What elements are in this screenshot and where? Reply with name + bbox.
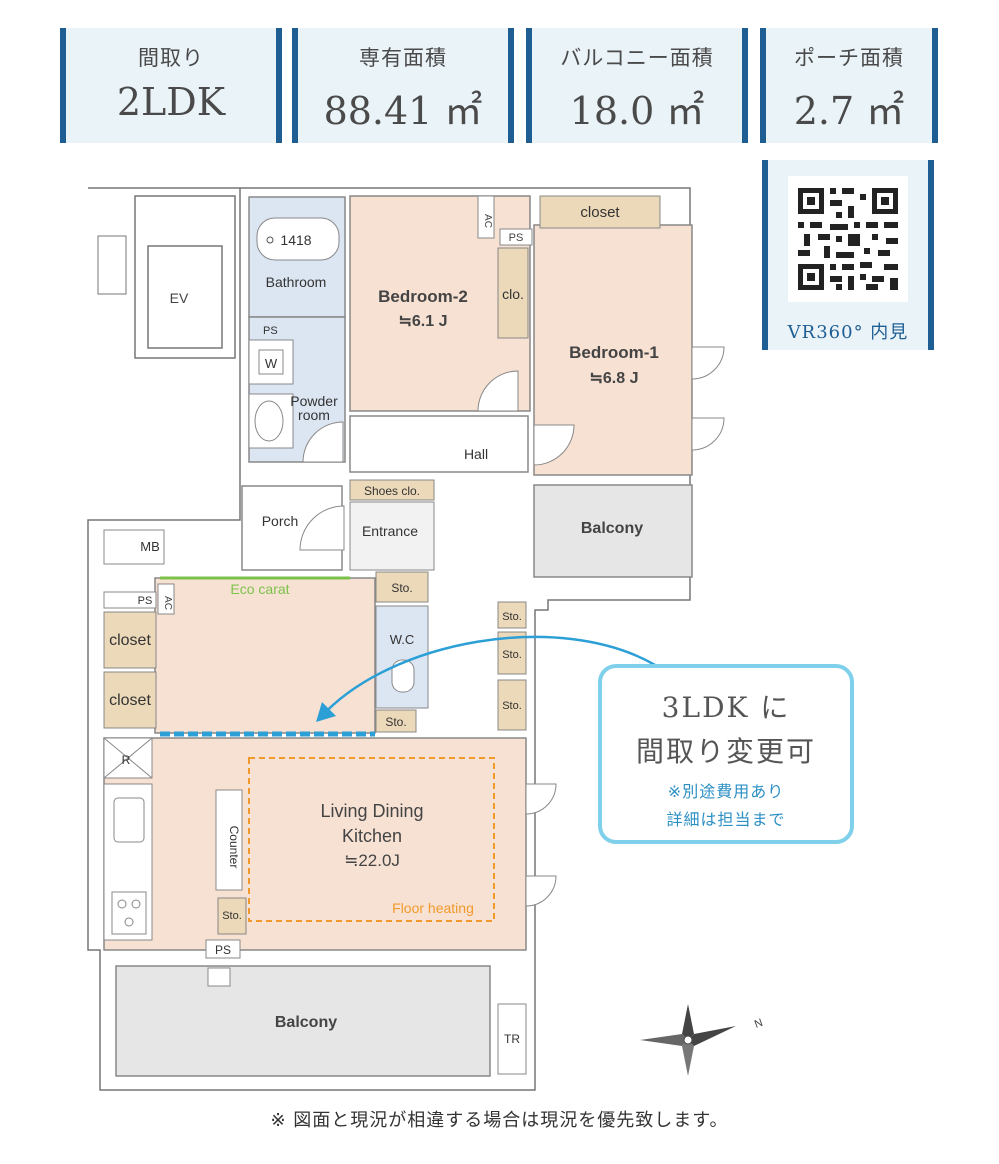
stat-label: 間取り	[138, 46, 204, 70]
drain-icon	[266, 236, 274, 244]
ldk-label-2: Kitchen	[342, 826, 402, 846]
callout-layout-change: 3LDK に 間取り変更可 ※別途費用あり 詳細は担当まで	[598, 664, 854, 844]
north-label: N	[753, 1017, 765, 1031]
faucet-icon	[207, 967, 231, 987]
balcony-label: Balcony	[275, 1014, 337, 1031]
storage-label: Sto.	[391, 581, 412, 595]
callout-line-3: ※別途費用あり	[667, 782, 785, 801]
stat-label: 専有面積	[359, 46, 447, 70]
ac-label: AC	[482, 214, 493, 228]
stat-label: ポーチ面積	[794, 46, 904, 70]
hall-label: Hall	[464, 446, 488, 462]
closet-west-2	[103, 671, 157, 729]
closet-label: closet	[580, 204, 620, 221]
shoes-closet-label: Shoes clo.	[364, 484, 420, 498]
tr-label: TR	[504, 1032, 520, 1046]
arrow-head-icon	[316, 702, 336, 722]
counter	[215, 789, 243, 891]
vr-label: VR360° 内見	[787, 322, 909, 343]
toilet-icon	[391, 659, 415, 693]
storage-label: Sto.	[502, 700, 522, 712]
bedroom-2-label: Bedroom-2	[378, 287, 468, 306]
entrance	[349, 501, 435, 571]
ps-label: PS	[138, 595, 153, 607]
qr-code-icon[interactable]	[788, 176, 908, 302]
shoes-closet	[349, 479, 435, 501]
powder-label-2: room	[298, 407, 330, 423]
vr-panel: VR360° 内見	[762, 160, 934, 350]
callout-line-4: 詳細は担当まで	[666, 810, 786, 829]
callout-line-2: 間取り変更可	[635, 735, 816, 768]
bathtub-size: 1418	[280, 232, 311, 248]
balcony-east	[533, 484, 693, 578]
storage	[375, 571, 429, 603]
counter-label: Counter	[227, 826, 241, 869]
floor-heating-label: Floor heating	[392, 900, 474, 916]
kitchen-counter	[103, 783, 153, 941]
elevator-area: EV	[97, 195, 236, 359]
storage-label: Sto.	[222, 910, 242, 922]
stat-value: 2LDK	[116, 80, 226, 124]
stat-balcony-area: バルコニー面積 18.0 ㎡	[526, 28, 748, 143]
storage-label: Sto.	[385, 715, 406, 729]
storage-label: Sto.	[502, 649, 522, 661]
closet-bedroom-1	[539, 195, 661, 229]
closet-west-1	[103, 611, 157, 669]
refrigerator-label: R	[122, 753, 131, 767]
sink-icon	[248, 393, 294, 449]
washing-machine-label: W	[265, 356, 278, 371]
stat-porch-area: ポーチ面積 2.7 ㎡	[760, 28, 938, 143]
western-room	[154, 577, 376, 734]
wc-label: W.C	[390, 632, 415, 647]
stat-area: 専有面積 88.41 ㎡	[292, 28, 514, 143]
closet-label: closet	[109, 692, 151, 709]
ldk-label-1: Living Dining	[320, 801, 423, 821]
balcony-label: Balcony	[581, 520, 643, 537]
bathtub-icon	[256, 217, 340, 261]
stat-value: 18.0 ㎡	[569, 89, 705, 133]
mb-label: MB	[140, 539, 160, 554]
living-dining-kitchen	[103, 737, 527, 951]
door-swing	[302, 421, 344, 463]
ev-label: EV	[170, 290, 189, 306]
bathroom-label: Bathroom	[266, 274, 327, 290]
stove-icon	[111, 891, 147, 935]
hall	[349, 415, 529, 473]
ps-label: PS	[509, 232, 524, 244]
entrance-label: Entrance	[362, 523, 418, 539]
storage-label: Sto.	[502, 611, 522, 623]
ps-label: PS	[263, 325, 278, 337]
balcony-south	[115, 965, 491, 1077]
stat-label: バルコニー面積	[560, 46, 714, 70]
floor-heating-area	[248, 757, 495, 922]
stat-value: 88.41 ㎡	[323, 89, 483, 133]
change-arrow	[319, 635, 656, 719]
porch-label: Porch	[262, 513, 299, 529]
stat-value: 2.7 ㎡	[793, 89, 905, 133]
eco-carat-label: Eco carat	[230, 581, 289, 597]
closet-bedroom-2	[497, 247, 529, 339]
callout-line-1: 3LDK に	[661, 691, 791, 724]
compass-icon	[640, 1004, 736, 1076]
bedroom-1-label: Bedroom-1	[569, 343, 659, 362]
ac-label: AC	[162, 596, 173, 610]
powder-label-1: Powder	[290, 393, 338, 409]
bedroom-1-size: ≒6.8 J	[589, 370, 638, 387]
stat-layout: 間取り 2LDK	[60, 28, 282, 143]
clo-label: clo.	[502, 286, 524, 302]
closet-label: closet	[109, 632, 151, 649]
bedroom-2-size: ≒6.1 J	[398, 313, 447, 330]
ldk-size: ≒22.0J	[344, 851, 400, 870]
washing-machine-icon	[248, 339, 294, 385]
door-swing	[533, 424, 575, 466]
door-swing	[477, 370, 519, 412]
disclaimer-note: ※ 図面と現況が相違する場合は現況を優先致します。	[270, 1110, 729, 1131]
kitchen-sink-icon	[113, 797, 145, 843]
ps-label: PS	[215, 943, 231, 957]
